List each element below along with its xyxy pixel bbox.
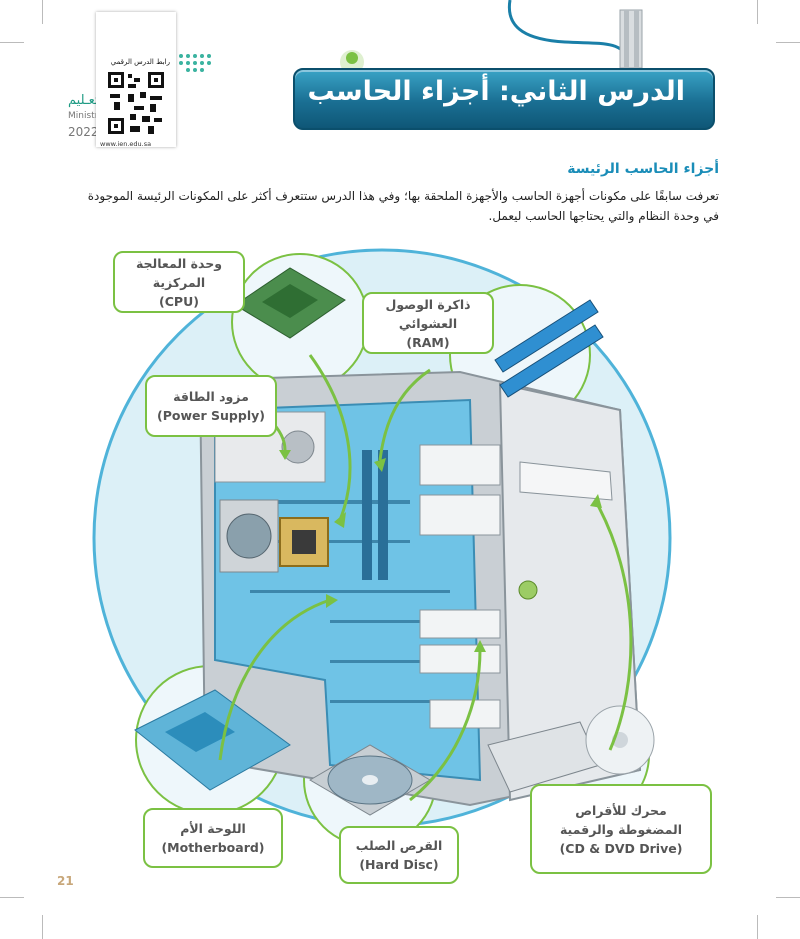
ministry-logo: تعـليم <box>68 93 99 108</box>
qr-card[interactable]: رابط الدرس الرقمي www.ien.edu.sa <box>96 12 176 148</box>
crop-mark <box>776 42 800 43</box>
page-number: 21 <box>57 874 74 888</box>
crop-mark <box>0 42 24 43</box>
banner-decoration <box>340 0 643 72</box>
intro-paragraph: تعرفت سابقًا على مكونات أجهزة الحاسب وال… <box>87 189 719 223</box>
qr-url[interactable]: www.ien.edu.sa <box>100 140 152 148</box>
lesson-title: الدرس الثاني: أجزاء الحاسب <box>307 76 686 107</box>
label-ram: ذاكرة الوصول العشوائي (RAM) <box>362 292 494 354</box>
label-hd-en: (Hard Disc) <box>359 857 439 872</box>
cpu-illustration <box>234 267 346 339</box>
qr-code-icon <box>106 70 166 136</box>
ministry-name: Ministr <box>68 111 99 121</box>
label-cd-dvd-drive: محرك للأقراص المضغوطة والرقمية (CD & DVD… <box>530 784 712 874</box>
qr-label: رابط الدرس الرقمي <box>110 58 170 66</box>
ministry-year: 2022 <box>68 125 99 139</box>
crop-mark <box>757 0 758 24</box>
label-hard-disc: القرص الصلب (Hard Disc) <box>339 826 459 884</box>
cd-drive-illustration <box>487 705 655 793</box>
crop-mark <box>776 897 800 898</box>
hard-disc-illustration <box>309 744 431 816</box>
label-cpu: وحدة المعالجة المركزية (CPU) <box>113 251 245 313</box>
label-power-supply: مزود الطاقة (Power Supply) <box>145 375 277 437</box>
label-cpu-ar: وحدة المعالجة المركزية <box>135 255 223 290</box>
section-heading: أجزاء الحاسب الرئيسة <box>567 161 719 177</box>
label-psu-ar: مزود الطاقة <box>173 389 249 404</box>
motherboard-illustration <box>134 689 291 791</box>
label-mb-en: (Motherboard) <box>161 840 265 855</box>
ram-illustration <box>494 299 604 398</box>
crop-mark <box>757 915 758 939</box>
lesson-title-banner: الدرس الثاني: أجزاء الحاسب <box>293 68 715 130</box>
label-psu-en: (Power Supply) <box>157 408 265 423</box>
label-cd-ar: محرك للأقراص المضغوطة والرقمية <box>559 802 683 837</box>
label-ram-ar: ذاكرة الوصول العشوائي <box>385 296 471 331</box>
label-ram-en: (RAM) <box>406 334 450 350</box>
crop-mark <box>0 897 24 898</box>
label-mb-ar: اللوحة الأم <box>180 821 246 836</box>
crop-mark <box>42 915 43 939</box>
crop-mark <box>42 0 43 24</box>
label-cd-en: (CD & DVD Drive) <box>559 840 683 856</box>
label-hd-ar: القرص الصلب <box>355 838 443 853</box>
label-motherboard: اللوحة الأم (Motherboard) <box>143 808 283 868</box>
label-cpu-en: (CPU) <box>159 293 199 309</box>
